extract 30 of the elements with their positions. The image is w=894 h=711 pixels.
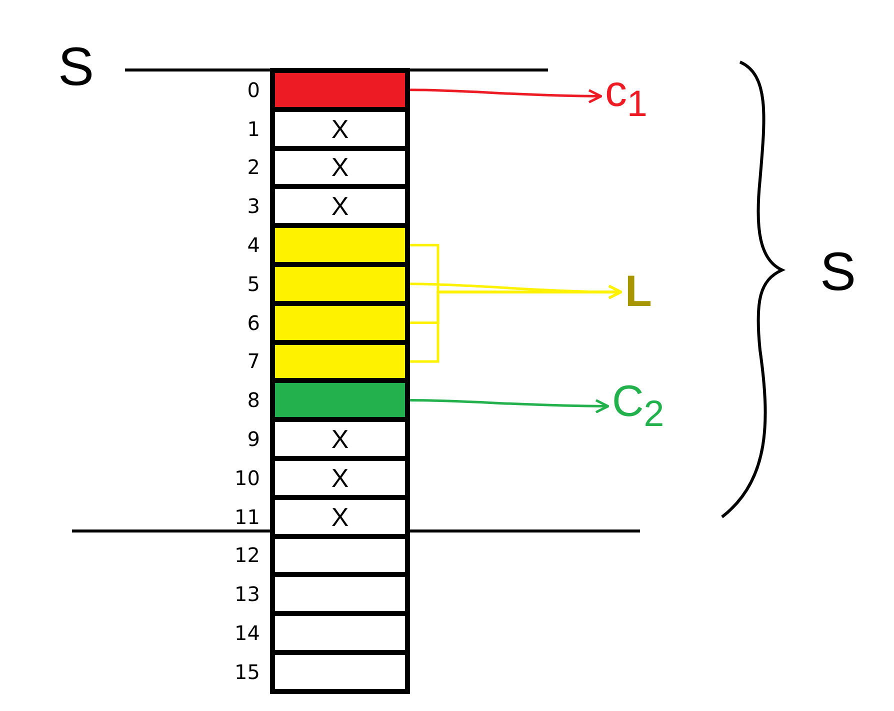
arrow	[410, 88, 602, 104]
cross-mark: X	[331, 116, 349, 142]
index-number: 4	[246, 233, 260, 258]
set-label: S	[820, 245, 856, 299]
cross-mark: X	[331, 193, 349, 220]
index-number: 7	[246, 349, 260, 374]
variable-label: C$_{2}$	[612, 377, 664, 426]
cross-mark: X	[331, 154, 349, 180]
index-number: 0	[246, 78, 260, 102]
index-number: 5	[246, 272, 260, 296]
cross-mark: X	[331, 464, 349, 491]
index-number: 13	[234, 582, 260, 606]
index-number: 14	[234, 621, 260, 646]
index-number: 11	[234, 504, 260, 529]
index-number: 3	[246, 194, 260, 218]
variable-label: c$_{1}$	[605, 67, 648, 116]
index-number: 15	[234, 660, 260, 684]
index-number: 12	[234, 543, 260, 568]
index-number: 6	[246, 310, 260, 335]
index-number: 1	[246, 116, 260, 141]
index-number: 2	[246, 155, 260, 180]
cross-mark: X	[331, 504, 349, 530]
index-number: 9	[246, 427, 260, 452]
cross-mark: X	[331, 426, 349, 452]
arrow	[410, 284, 622, 363]
index-number: 8	[246, 388, 260, 412]
arrow	[410, 398, 610, 414]
variable-label: L	[625, 267, 652, 316]
set-label: S	[58, 40, 94, 94]
index-number: 10	[234, 466, 260, 490]
